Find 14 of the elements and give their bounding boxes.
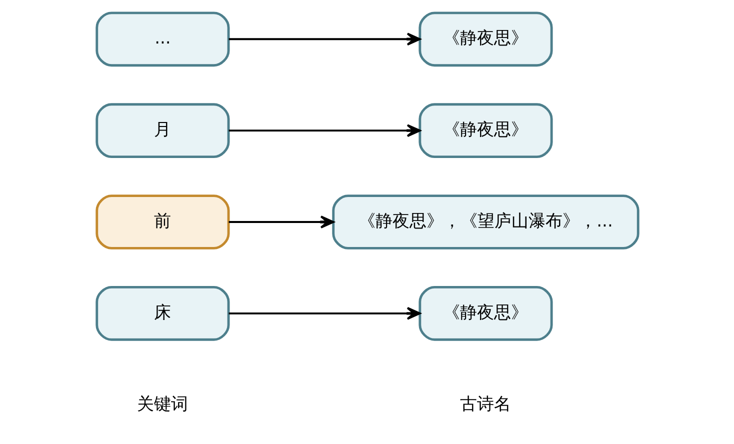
node-box: ... [95, 12, 230, 67]
label: 关键词 [136, 394, 188, 414]
arrow [228, 124, 420, 138]
node-box: 《静夜思》，《望庐山瀑布》，... [332, 194, 639, 250]
node-box: 《静夜思》 [418, 12, 552, 67]
arrow [228, 306, 420, 320]
node-box: 《静夜思》 [418, 286, 552, 341]
label: 古诗名 [460, 394, 511, 414]
arrow [228, 216, 334, 228]
node-box: 《静夜思》 [418, 103, 552, 158]
node-box: 月 [95, 103, 230, 158]
arrow [228, 32, 420, 46]
node-box: 床 [95, 286, 230, 341]
node-box: 前 [95, 194, 230, 250]
